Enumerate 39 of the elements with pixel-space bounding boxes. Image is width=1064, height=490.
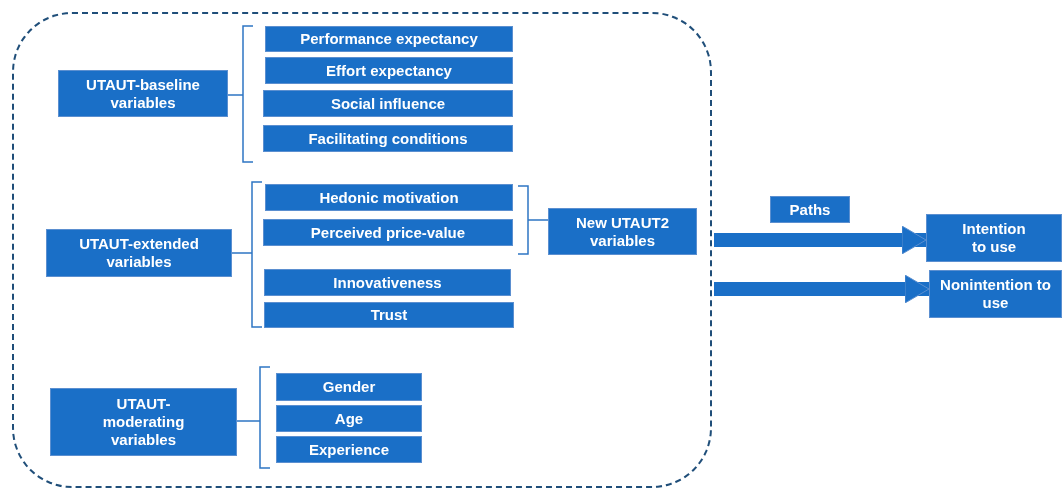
variable-box	[263, 125, 513, 152]
variable-box	[265, 26, 513, 52]
variable-box	[770, 196, 850, 223]
node-label: Experience	[308, 440, 389, 459]
node-label: Innovativeness	[333, 273, 442, 292]
variable-box	[263, 90, 513, 117]
variable-box	[265, 57, 513, 84]
node-label: Facilitating conditions	[308, 129, 468, 148]
variable-box	[264, 302, 514, 328]
thick-arrow	[714, 274, 930, 304]
variable-box	[58, 70, 228, 117]
variable-box	[276, 436, 422, 463]
thick-arrow	[714, 225, 927, 255]
dashed-rounded-frame	[12, 12, 712, 488]
variable-box	[548, 208, 697, 255]
node-label: Nonintention to use	[940, 276, 1051, 312]
node-label: Perceived price-value	[310, 223, 466, 242]
node-label: Paths	[789, 200, 831, 219]
node-label: New UTAUT2 variables	[574, 213, 671, 250]
variable-box	[263, 219, 513, 246]
variable-box	[276, 373, 422, 401]
node-label: UTAUT-moderating variables	[101, 395, 186, 449]
variable-box	[265, 184, 513, 211]
variable-box	[929, 270, 1062, 318]
variable-box	[264, 269, 511, 296]
node-label: Intention to use	[961, 220, 1027, 256]
node-label: Age	[334, 409, 364, 428]
node-label: Hedonic motivation	[319, 188, 459, 207]
node-label: Gender	[322, 378, 376, 396]
node-label: Performance expectancy	[300, 30, 478, 48]
node-label: Social influence	[330, 94, 446, 113]
node-label: UTAUT-baseline variables	[85, 75, 201, 112]
variable-box	[926, 214, 1062, 262]
variable-box	[276, 405, 422, 432]
node-label: UTAUT-extended variables	[78, 235, 200, 271]
variable-box	[50, 388, 237, 456]
node-label: Effort expectancy	[326, 61, 452, 80]
node-label: Trust	[370, 306, 408, 324]
variable-box	[46, 229, 232, 277]
